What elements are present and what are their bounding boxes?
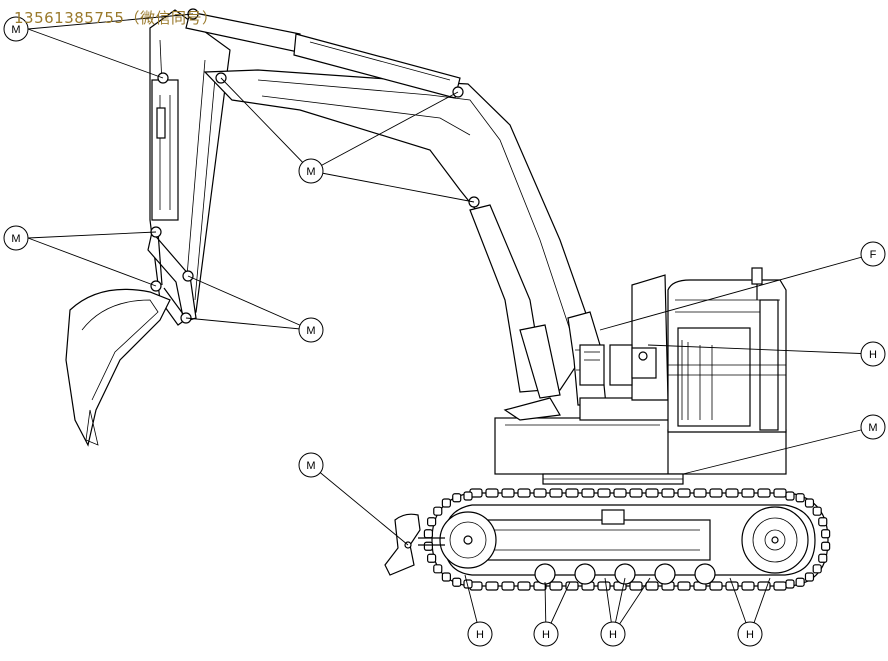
callout-m-swing-label: M bbox=[868, 422, 877, 434]
track-lug bbox=[741, 488, 755, 498]
callout-m-blade-label: M bbox=[306, 460, 315, 472]
bucket bbox=[65, 288, 171, 447]
track-lug bbox=[517, 581, 531, 591]
callout-h-cab: H bbox=[860, 341, 886, 367]
dozer-blade bbox=[384, 513, 445, 576]
leader-lines bbox=[27, 13, 874, 635]
callout-h-1-label: H bbox=[476, 629, 484, 641]
track-lug bbox=[661, 488, 675, 498]
callout-h-3-label: H bbox=[609, 629, 617, 641]
callout-h-cab-label: H bbox=[869, 349, 877, 361]
track-lug bbox=[757, 581, 771, 591]
callout-m-top-label: M bbox=[11, 24, 20, 36]
callout-m-bucket-label: M bbox=[306, 325, 315, 337]
track-lug bbox=[441, 572, 451, 582]
track-lug bbox=[741, 581, 755, 591]
track-lug bbox=[812, 564, 822, 574]
track-lug bbox=[533, 488, 547, 498]
callout-m-arm-label: M bbox=[11, 233, 20, 245]
track-lug bbox=[565, 488, 579, 498]
boom-cylinder bbox=[469, 204, 561, 399]
track-lug bbox=[613, 488, 627, 498]
callout-h-4-label: H bbox=[746, 629, 754, 641]
track-lug bbox=[452, 577, 462, 587]
callout-h-2-label: H bbox=[542, 629, 550, 641]
track-lug bbox=[804, 572, 815, 582]
track-lug bbox=[645, 488, 659, 498]
callout-m-bucket: M bbox=[298, 317, 324, 343]
track-lug bbox=[501, 581, 515, 591]
track-lug bbox=[581, 488, 595, 498]
track-lug bbox=[773, 581, 787, 591]
callout-m-boom-label: M bbox=[306, 166, 315, 178]
track-lug bbox=[423, 541, 434, 551]
idler-wheel bbox=[439, 511, 497, 569]
track-lug bbox=[709, 488, 723, 498]
track-lug bbox=[818, 517, 828, 527]
track-lug bbox=[517, 488, 531, 498]
track-lug bbox=[427, 517, 437, 527]
boom-top-cylinder bbox=[185, 11, 461, 99]
track-lug bbox=[821, 529, 831, 539]
track-lug bbox=[818, 553, 828, 563]
track-lug bbox=[757, 488, 771, 498]
callout-h-3: H bbox=[600, 621, 626, 647]
track-lug bbox=[549, 581, 563, 591]
track-lug bbox=[433, 564, 443, 574]
track-lug bbox=[812, 506, 822, 516]
callout-h-2: H bbox=[533, 621, 559, 647]
callout-m-arm: M bbox=[3, 225, 29, 251]
track-lug bbox=[549, 488, 563, 498]
track-lug bbox=[629, 581, 643, 591]
callout-h-4: H bbox=[737, 621, 763, 647]
track-lug bbox=[795, 493, 805, 503]
track-lug bbox=[597, 581, 611, 591]
track-lug bbox=[804, 498, 815, 508]
undercarriage bbox=[431, 492, 829, 587]
track-lug bbox=[423, 529, 434, 539]
track-lug bbox=[485, 581, 499, 591]
arm-cylinder bbox=[151, 79, 179, 221]
track-lug bbox=[427, 553, 437, 563]
callout-f-fuel-label: F bbox=[870, 249, 877, 261]
fuel-components bbox=[579, 344, 657, 386]
track-lug bbox=[709, 581, 723, 591]
track-lug bbox=[773, 488, 787, 498]
callout-m-top: M bbox=[3, 16, 29, 42]
track-lug bbox=[821, 541, 831, 551]
track-lug bbox=[785, 579, 795, 589]
track-lug bbox=[725, 581, 739, 591]
track-lug bbox=[433, 506, 443, 516]
track-lug bbox=[452, 493, 462, 503]
watermark-text: 13561385755（微信同号） bbox=[14, 9, 218, 27]
swing-bearing bbox=[542, 473, 684, 485]
track-lug bbox=[785, 491, 795, 501]
callout-m-swing: M bbox=[860, 414, 886, 440]
track-lug bbox=[795, 577, 805, 587]
track-lug bbox=[629, 488, 643, 498]
track-lug bbox=[677, 581, 691, 591]
drive-sprocket bbox=[741, 506, 809, 574]
callout-m-blade: M bbox=[298, 452, 324, 478]
track-lug bbox=[725, 488, 739, 498]
track-lug bbox=[485, 488, 499, 498]
track-lug bbox=[645, 581, 659, 591]
callout-f-fuel: F bbox=[860, 241, 886, 267]
track-lug bbox=[441, 498, 451, 508]
track-lug bbox=[501, 488, 515, 498]
track-lug bbox=[677, 488, 691, 498]
callout-m-boom: M bbox=[298, 158, 324, 184]
track-lug bbox=[597, 488, 611, 498]
track-lug bbox=[693, 488, 707, 498]
track-lug bbox=[463, 491, 473, 501]
track-links bbox=[423, 488, 831, 591]
upper-structure bbox=[494, 397, 787, 475]
callout-h-1: H bbox=[467, 621, 493, 647]
track-rollers bbox=[534, 563, 716, 585]
